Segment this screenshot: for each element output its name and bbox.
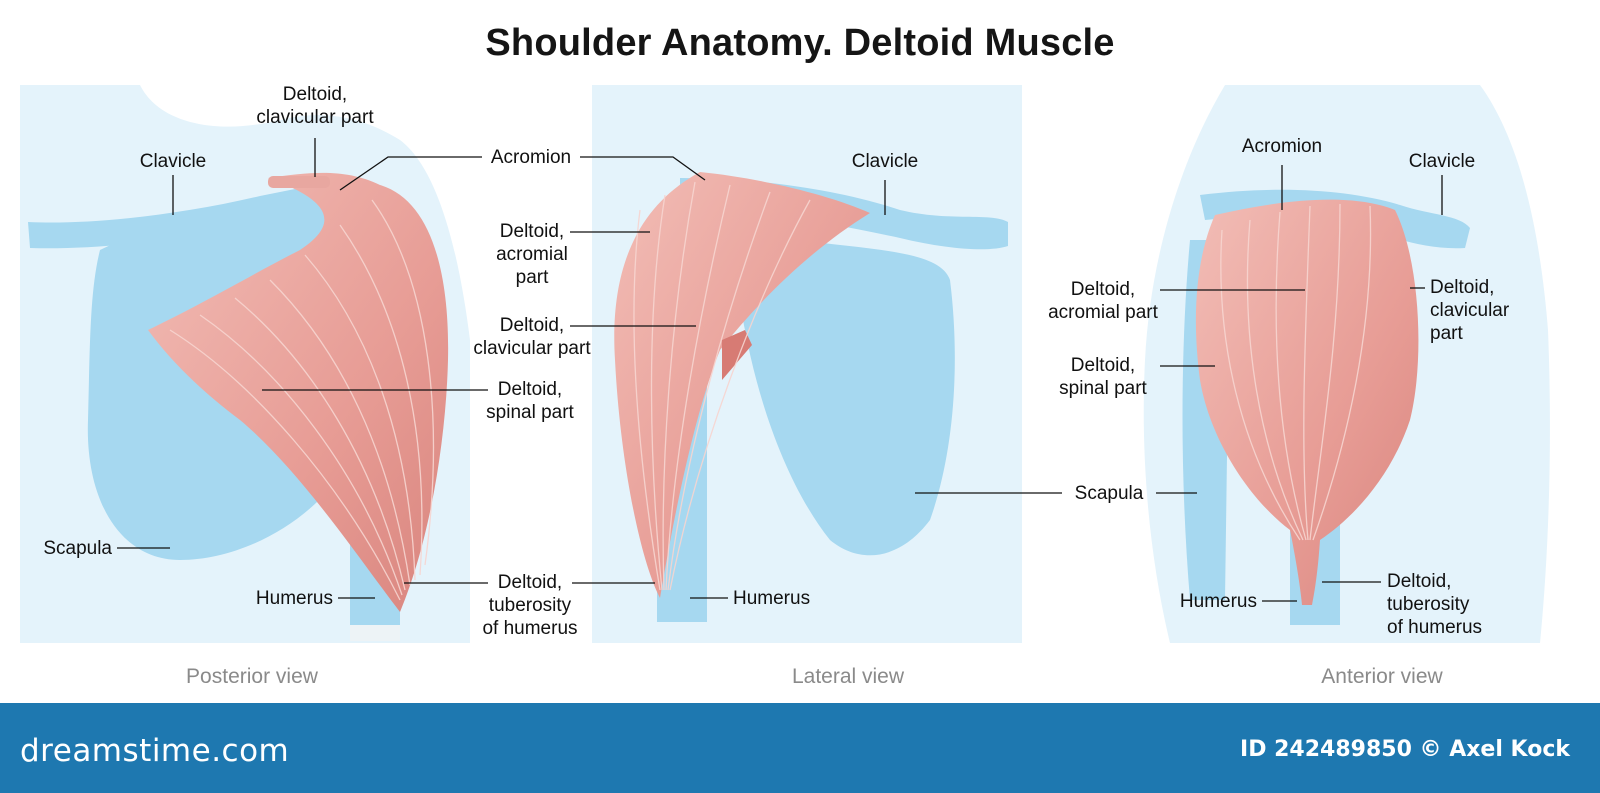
label-deltoid-clavicular: Deltoid, clavicular part: [473, 315, 591, 359]
caption-anterior-view: Anterior view: [1321, 665, 1443, 688]
lateral-deltoid-muscle: [614, 172, 870, 598]
label-lateral-clavicle: Clavicle: [851, 151, 919, 172]
label-lateral-humerus: Humerus: [733, 588, 811, 609]
caption-lateral-view: Lateral view: [791, 665, 905, 688]
label-posterior-humerus: Humerus: [255, 588, 333, 609]
label-deltoid-acromial: Deltoid, acromial part: [496, 221, 568, 288]
leader-lines: [117, 138, 1443, 602]
posterior-humerus-end: [350, 625, 400, 641]
anterior-view-figure: [1143, 85, 1550, 643]
label-posterior-scapula: Scapula: [43, 538, 112, 559]
lateral-scapula-bone: [742, 240, 955, 556]
label-anterior-deltoid-spinal: Deltoid, spinal part: [1059, 355, 1147, 399]
footer-bar: dreamstime.com ID 242489850 © Axel Kock: [0, 703, 1600, 793]
lateral-muscle-fibers: [633, 181, 811, 591]
lateral-view-figure: [592, 85, 1022, 643]
footer-credit: ID 242489850 © Axel Kock: [1240, 737, 1570, 762]
anterior-muscle-fibers: [1220, 203, 1372, 541]
page-title: Shoulder Anatomy. Deltoid Muscle: [485, 22, 1115, 64]
anatomy-illustration: [20, 85, 1550, 643]
label-acromion: Acromion: [490, 147, 572, 168]
label-anterior-acromion: Acromion: [1241, 136, 1323, 157]
label-anterior-deltoid-tuberosity: Deltoid, tuberosity of humerus: [1387, 571, 1483, 638]
posterior-acromion-tip: [268, 176, 330, 188]
anterior-deltoid-muscle: [1195, 199, 1419, 605]
posterior-muscle-fibers: [169, 199, 434, 601]
posterior-clavicle-bone: [28, 182, 330, 249]
label-deltoid-spinal: Deltoid, spinal part: [486, 379, 574, 423]
label-anterior-clavicle: Clavicle: [1408, 151, 1476, 172]
label-anterior-deltoid-acromial: Deltoid, acromial part: [1048, 279, 1158, 323]
label-anterior-deltoid-clavicular: Deltoid, clavicular part: [1430, 277, 1510, 344]
label-anterior-humerus: Humerus: [1179, 591, 1257, 612]
label-deltoid-tuberosity: Deltoid, tuberosity of humerus: [482, 572, 578, 639]
caption-posterior-view: Posterior view: [186, 665, 318, 688]
footer-logo[interactable]: dreamstime.com: [20, 733, 290, 769]
label-scapula: Scapula: [1074, 483, 1144, 504]
label-posterior-clavicle: Clavicle: [139, 151, 207, 172]
label-posterior-deltoid-clavicular: Deltoid, clavicular part: [256, 84, 374, 128]
